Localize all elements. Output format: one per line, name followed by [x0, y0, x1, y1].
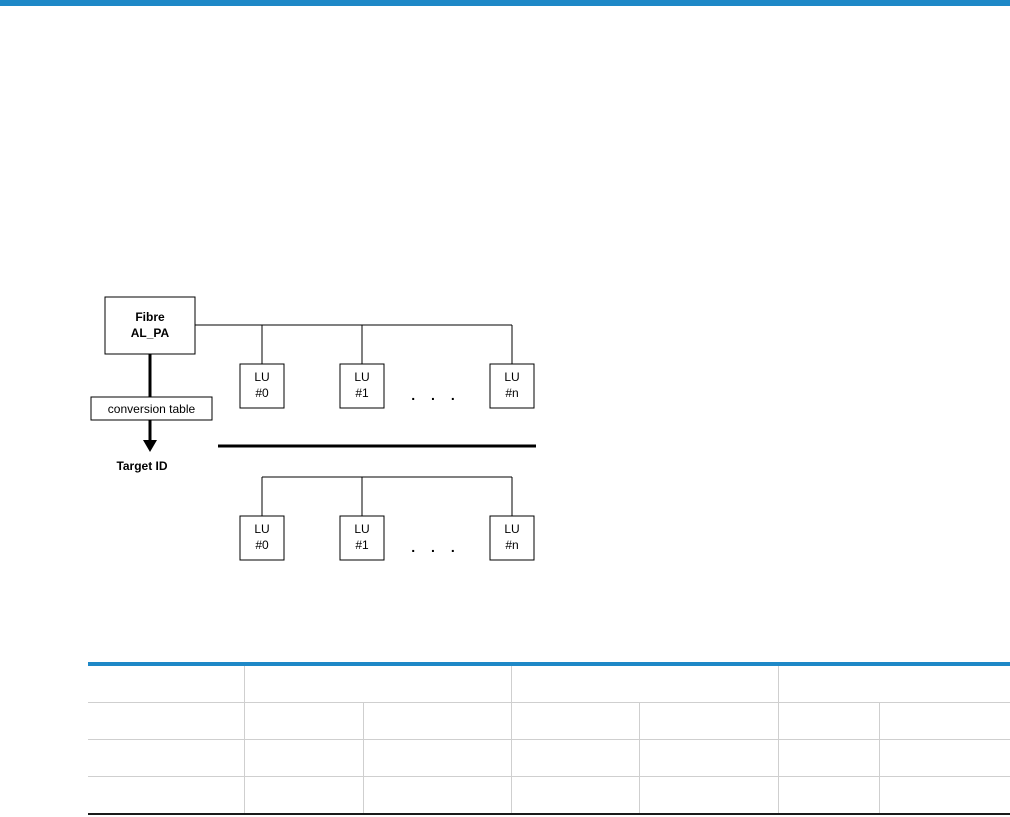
- table-cell: [362, 776, 511, 815]
- upper-lu-n-line1: LU: [504, 370, 519, 384]
- lower-lu-0-line2: #0: [255, 538, 269, 552]
- table-row: [88, 776, 1010, 815]
- upper-lu-1-box: [339, 363, 385, 409]
- lower-ellipsis: . . .: [411, 539, 460, 555]
- table-subheader-row: [88, 702, 1010, 740]
- lower-lu-1-box: [339, 515, 385, 561]
- table-cell: [88, 662, 244, 703]
- lower-lu-0-line1: LU: [254, 522, 269, 536]
- table-cell: [638, 739, 778, 777]
- table-cell: [878, 776, 1010, 815]
- lu-mapping-diagram: Fibre AL_PA LU #0 LU #1 LU #n . . . conv…: [90, 296, 536, 561]
- table-cell: [243, 662, 511, 703]
- top-accent-rule: [0, 0, 1010, 6]
- table-cell: [777, 702, 879, 740]
- table-cell: [638, 776, 778, 815]
- upper-lu-0-line1: LU: [254, 370, 269, 384]
- mapping-table: [88, 662, 1010, 815]
- upper-ellipsis: . . .: [411, 387, 460, 403]
- table-cell: [777, 739, 879, 777]
- table-cell: [638, 702, 778, 740]
- table-cell: [88, 702, 244, 740]
- lower-lu-n-line2: #n: [505, 538, 518, 552]
- fibre-label: Fibre: [135, 310, 165, 324]
- upper-lu-1-line2: #1: [355, 386, 369, 400]
- lower-lu-1-line2: #1: [355, 538, 369, 552]
- table-cell: [88, 776, 244, 815]
- table-cell: [510, 739, 639, 777]
- table-header-row: [88, 662, 1010, 703]
- upper-lu-n-line2: #n: [505, 386, 518, 400]
- table-cell: [777, 662, 1010, 703]
- table-cell: [362, 702, 511, 740]
- table-cell: [362, 739, 511, 777]
- upper-lu-0-box: [239, 363, 285, 409]
- lower-lu-n-line1: LU: [504, 522, 519, 536]
- target-id-label: Target ID: [116, 459, 167, 473]
- down-arrow-icon: [143, 440, 157, 452]
- lower-lu-0-box: [239, 515, 285, 561]
- upper-lu-1-line1: LU: [354, 370, 369, 384]
- table-cell: [878, 739, 1010, 777]
- upper-lu-n-box: [489, 363, 535, 409]
- table-cell: [878, 702, 1010, 740]
- table-cell: [243, 776, 363, 815]
- lower-lu-1-line1: LU: [354, 522, 369, 536]
- table-cell: [510, 702, 639, 740]
- table-cell: [243, 702, 363, 740]
- table-row: [88, 739, 1010, 777]
- table-cell: [510, 662, 778, 703]
- table-cell: [777, 776, 879, 815]
- alpa-label: AL_PA: [131, 326, 170, 340]
- conversion-table-label: conversion table: [108, 402, 196, 416]
- table-cell: [510, 776, 639, 815]
- upper-lu-0-line2: #0: [255, 386, 269, 400]
- lower-lu-n-box: [489, 515, 535, 561]
- table-cell: [88, 739, 244, 777]
- table-cell: [243, 739, 363, 777]
